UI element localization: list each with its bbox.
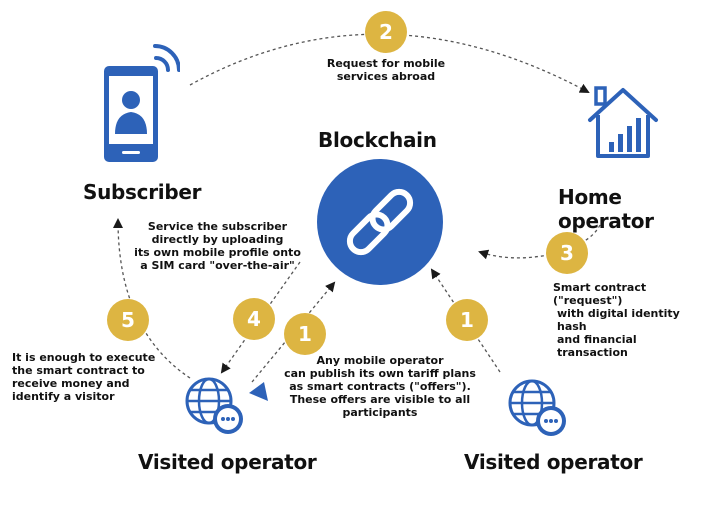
house-signal-icon	[584, 84, 662, 164]
step-2-line: Request for mobile	[326, 57, 446, 70]
step-5-note: It is enough to execute the smart contra…	[12, 351, 172, 403]
visited-operator-left-label: Visited operator	[138, 450, 317, 474]
pointer-triangle	[249, 382, 268, 401]
arrow-request	[189, 33, 590, 93]
step-4-line: directly by uploading	[151, 233, 284, 246]
step-4-note: Service the subscriber directly by uploa…	[130, 220, 305, 272]
step-5-line: receive money and	[12, 377, 130, 390]
step-3-note: Smart contract ("request") with digital …	[553, 281, 703, 359]
step-badge-1-right: 1	[446, 299, 488, 341]
step-3-line: with digital identity hash	[557, 307, 680, 333]
blockchain-label: Blockchain	[318, 128, 437, 152]
home-operator-label: Home operator	[558, 185, 654, 233]
step-4-line: its own mobile profile onto	[134, 246, 301, 259]
globe-gear-icon	[183, 373, 247, 441]
step-4-line: Service the subscriber	[147, 220, 288, 233]
step-badge-3: 3	[546, 232, 588, 274]
visited-operator-right-label: Visited operator	[464, 450, 643, 474]
step-badge-5: 5	[107, 299, 149, 341]
chain-link-icon	[316, 158, 444, 290]
step-1-line: as smart contracts ("offers").	[289, 380, 471, 393]
globe-gear-icon	[506, 375, 570, 443]
step-1-line: participants	[342, 406, 418, 419]
step-1-note: Any mobile operator can publish its own …	[280, 354, 480, 419]
subscriber-label: Subscriber	[83, 180, 202, 204]
step-2-note: Request for mobile services abroad	[318, 57, 454, 83]
step-badge-4: 4	[233, 298, 275, 340]
step-badge-1-left: 1	[284, 313, 326, 355]
step-4-line: a SIM card "over-the-air"	[140, 259, 295, 272]
step-1-line: Any mobile operator	[316, 354, 444, 367]
step-2-line: services abroad	[336, 70, 436, 83]
step-1-line: can publish its own tariff plans	[284, 367, 476, 380]
step-1-line: These offers are visible to all	[289, 393, 471, 406]
step-3-line: and financial transaction	[557, 333, 637, 359]
step-5-line: It is enough to execute	[12, 351, 156, 364]
step-5-line: the smart contract to	[12, 364, 145, 377]
smartphone-user-icon	[100, 44, 181, 170]
step-5-line: identify a visitor	[12, 390, 115, 403]
step-3-line: Smart contract ("request")	[553, 281, 647, 307]
step-badge-2: 2	[365, 11, 407, 53]
